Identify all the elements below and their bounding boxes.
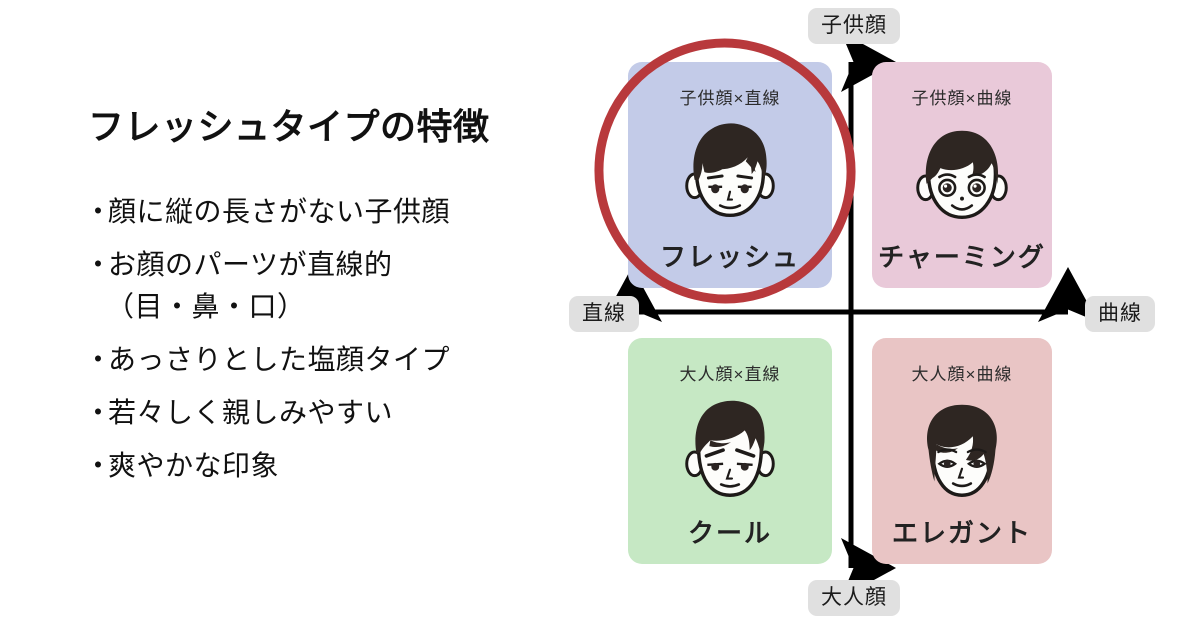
axis-label-left: 直線 — [569, 296, 639, 333]
bullet-marker-icon: ・ — [84, 196, 113, 227]
bullet-marker-icon: ・ — [84, 344, 113, 375]
quadrant-fresh[interactable]: 子供顔×直線 — [628, 62, 832, 288]
face-icon-cool — [671, 391, 789, 513]
axis-label-bottom: 大人顔 — [808, 580, 900, 617]
list-item-text: 顔に縦の長さがない子供顔 — [108, 196, 451, 227]
list-item: ・ お顔のパーツが直線的 （目・鼻・口） — [84, 251, 554, 321]
feature-bullet-list: ・ 顔に縦の長さがない子供顔 ・ お顔のパーツが直線的 （目・鼻・口） ・ あっ… — [84, 198, 554, 505]
list-item-text: 若々しく親しみやすい — [108, 397, 394, 428]
list-item: ・ 爽やかな印象 — [84, 452, 554, 480]
quadrant-name: クール — [687, 518, 772, 548]
list-item: ・ 若々しく親しみやすい — [84, 399, 554, 427]
bullet-marker-icon: ・ — [84, 397, 113, 428]
list-item-text: 爽やかな印象 — [108, 450, 280, 481]
face-icon-fresh — [671, 115, 789, 237]
axis-label-right: 曲線 — [1085, 296, 1155, 333]
list-item-subtext: （目・鼻・口） — [106, 291, 306, 322]
list-item: ・ あっさりとした塩顔タイプ — [84, 346, 554, 374]
quadrant-charming[interactable]: 子供顔×曲線 — [872, 62, 1052, 288]
quadrant-name: チャーミング — [878, 242, 1046, 272]
left-content-panel: フレッシュタイプの特徴 ・ 顔に縦の長さがない子供顔 ・ お顔のパーツが直線的 … — [0, 0, 575, 628]
face-icon-charming — [903, 115, 1021, 237]
quadrant-name: フレッシュ — [659, 242, 800, 272]
quadrant-elegant[interactable]: 大人顔×曲線 エレガント — [872, 338, 1052, 564]
page-title: フレッシュタイプの特徴 — [88, 106, 490, 147]
bullet-marker-icon: ・ — [84, 450, 113, 481]
quadrant-subtitle: 大人顔×直線 — [679, 365, 781, 384]
quadrant-subtitle: 大人顔×曲線 — [911, 365, 1013, 384]
quadrant-name: エレガント — [891, 518, 1032, 548]
bullet-marker-icon: ・ — [84, 249, 113, 280]
axis-label-top: 子供顔 — [808, 8, 900, 45]
quadrant-subtitle: 子供顔×曲線 — [911, 89, 1013, 108]
quadrant-cool[interactable]: 大人顔×直線 — [628, 338, 832, 564]
quadrant-subtitle: 子供顔×直線 — [679, 89, 781, 108]
list-item-text: お顔のパーツが直線的 — [108, 249, 393, 280]
face-type-matrix: 子供顔×直線 — [560, 0, 1200, 628]
list-item-text: あっさりとした塩顔タイプ — [108, 344, 451, 375]
list-item: ・ 顔に縦の長さがない子供顔 — [84, 198, 554, 226]
face-icon-elegant — [903, 391, 1021, 513]
